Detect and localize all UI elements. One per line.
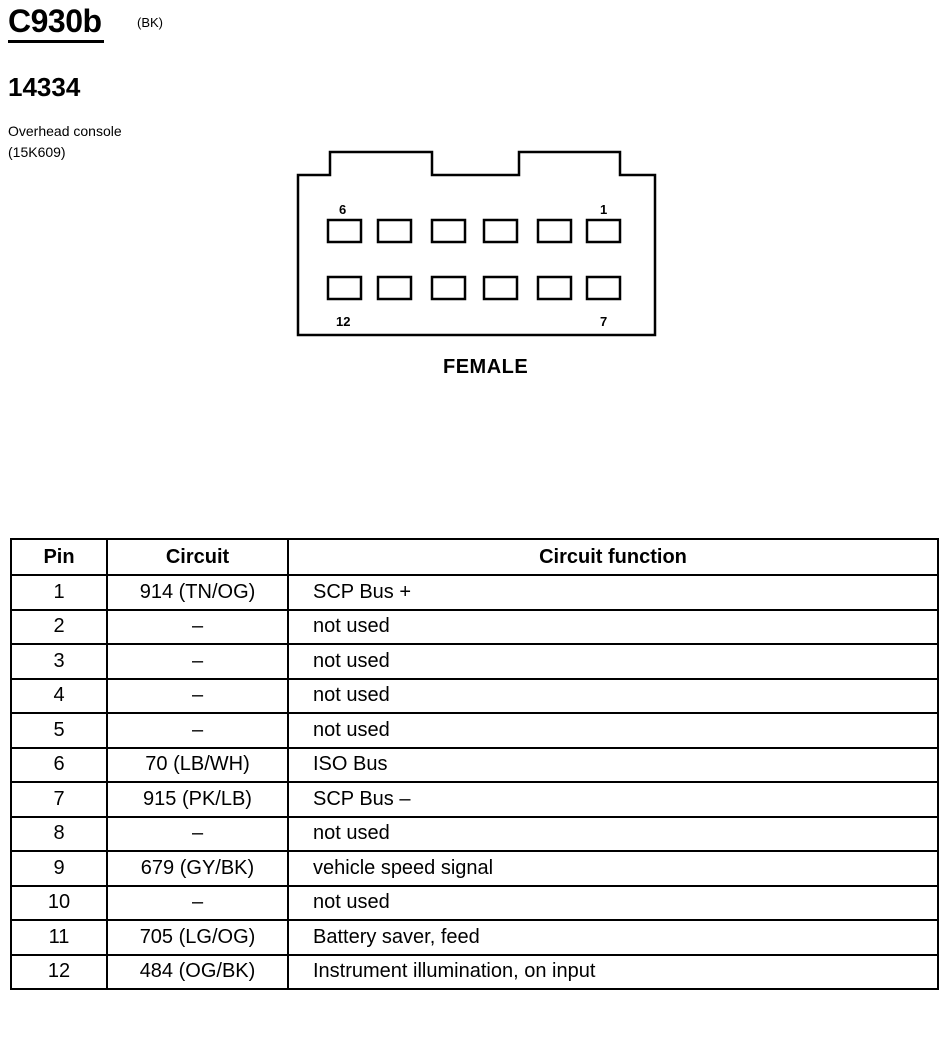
function-cell: not used [287,608,939,645]
column-header-circuit: Circuit [106,538,289,576]
pin-cell: 9 [10,850,108,887]
circuit-cell: – [106,712,289,749]
table-row: 2–not used [10,608,939,645]
pin-cavity-6 [326,218,363,244]
pin-cell: 5 [10,712,108,749]
table-row: 4–not used [10,677,939,714]
function-cell: Battery saver, feed [287,919,939,956]
table-header-row: Pin Circuit Circuit function [10,538,939,576]
circuit-cell: – [106,815,289,852]
table-row: 8–not used [10,815,939,852]
pin-cell: 3 [10,643,108,680]
circuit-cell: – [106,884,289,921]
pin-cell: 4 [10,677,108,714]
component-description: Overhead console (15K609) [8,121,122,163]
pin-cavity-11 [376,275,413,301]
pin-cavity-3 [482,218,519,244]
table-row: 10–not used [10,884,939,921]
pin-cavity-12 [326,275,363,301]
pin-cell: 11 [10,919,108,956]
connector-face-diagram: 6 1 12 7 [296,150,657,337]
circuit-cell: – [106,608,289,645]
pin-cavity-4 [430,218,467,244]
description-line: Overhead console [8,123,122,139]
pin-label-6: 6 [339,202,346,217]
pin-cavity-10 [430,275,467,301]
table-row: 5–not used [10,712,939,749]
pin-cell: 6 [10,746,108,783]
circuit-cell: 484 (OG/BK) [106,953,289,990]
circuit-cell: – [106,643,289,680]
circuit-cell: 914 (TN/OG) [106,574,289,611]
function-cell: not used [287,712,939,749]
function-cell: ISO Bus [287,746,939,783]
part-number: 14334 [8,72,81,102]
pin-cell: 1 [10,574,108,611]
function-cell: not used [287,815,939,852]
pin-cavities [326,218,622,301]
pin-cell: 12 [10,953,108,990]
pin-cavity-1 [585,218,622,244]
pin-cell: 8 [10,815,108,852]
function-cell: not used [287,643,939,680]
circuit-cell: 679 (GY/BK) [106,850,289,887]
function-cell: not used [287,884,939,921]
pin-cavity-7 [585,275,622,301]
function-cell: Instrument illumination, on input [287,953,939,990]
pin-cell: 10 [10,884,108,921]
pin-label-12: 12 [336,314,350,329]
function-cell: SCP Bus – [287,781,939,818]
pin-label-7: 7 [600,314,607,329]
function-cell: SCP Bus + [287,574,939,611]
function-cell: not used [287,677,939,714]
pin-cavity-9 [482,275,519,301]
pin-cavity-8 [536,275,573,301]
pin-cavity-2 [536,218,573,244]
circuit-cell: 915 (PK/LB) [106,781,289,818]
circuit-cell: 70 (LB/WH) [106,746,289,783]
pin-label-1: 1 [600,202,607,217]
pin-cavity-5 [376,218,413,244]
circuit-cell: 705 (LG/OG) [106,919,289,956]
connector-outline [296,150,657,337]
description-part-line: (15K609) [8,144,66,160]
table-row: 3–not used [10,643,939,680]
circuit-cell: – [106,677,289,714]
connector-id: C930b [8,2,104,43]
column-header-function: Circuit function [287,538,939,576]
pin-cell: 2 [10,608,108,645]
function-cell: vehicle speed signal [287,850,939,887]
column-header-pin: Pin [10,538,108,576]
connector-color: (BK) [137,15,163,30]
pin-cell: 7 [10,781,108,818]
connector-gender: FEMALE [443,356,529,378]
